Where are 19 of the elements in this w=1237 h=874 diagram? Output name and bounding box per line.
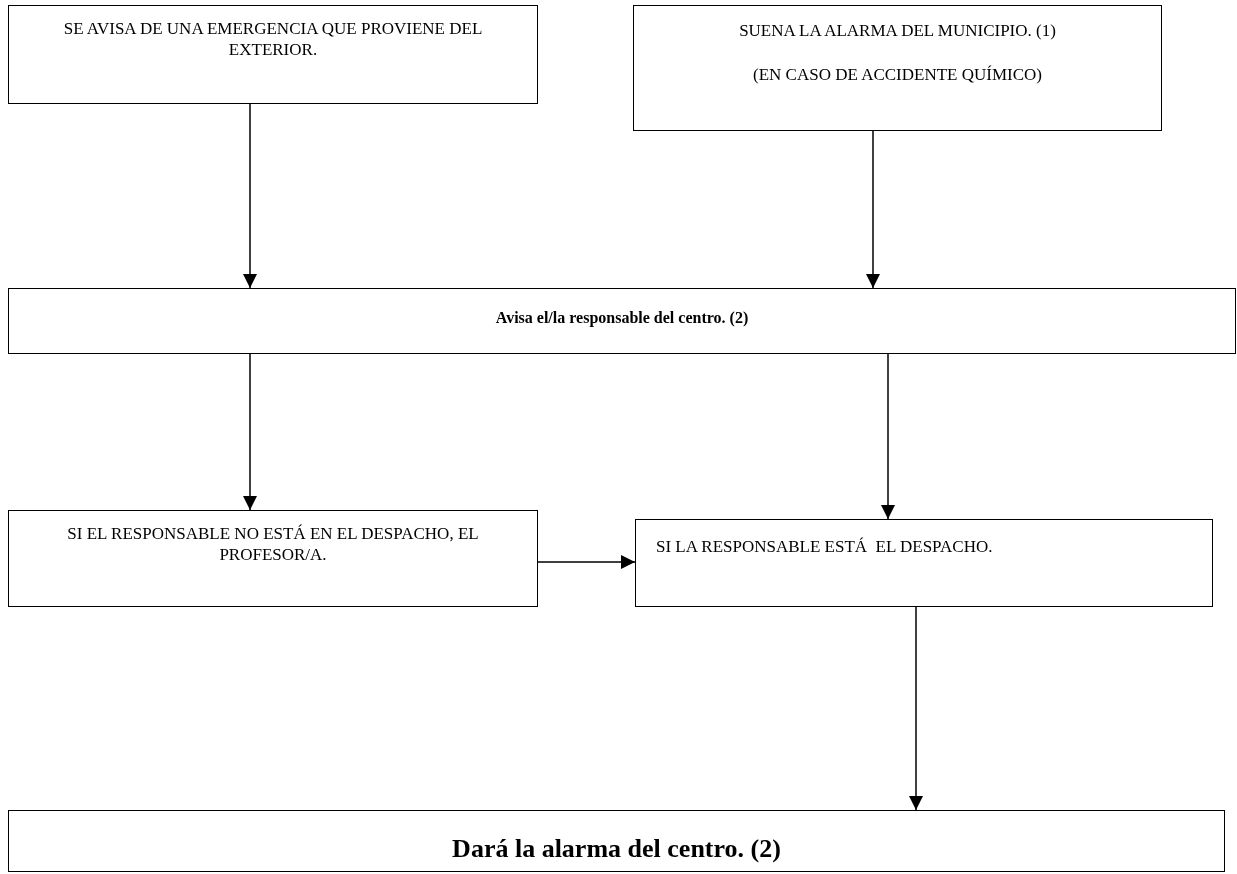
process-box bbox=[633, 5, 1162, 131]
arrow bbox=[243, 353, 257, 511]
arrow bbox=[866, 130, 880, 289]
process-box bbox=[8, 810, 1225, 872]
process-box bbox=[8, 510, 538, 607]
process-box bbox=[635, 519, 1213, 607]
box-text: SUENA LA ALARMA DEL MUNICIPIO. (1) bbox=[739, 20, 1056, 42]
process-box bbox=[8, 288, 1236, 354]
box-text: Dará la alarma del centro. (2) bbox=[452, 833, 781, 865]
arrow bbox=[909, 606, 923, 811]
arrow bbox=[243, 103, 257, 289]
box-text: SE AVISA DE UNA EMERGENCIA QUE PROVIENE DEL EXTERIOR. bbox=[62, 18, 484, 61]
arrow bbox=[537, 555, 636, 569]
arrow bbox=[881, 353, 895, 520]
box-text: SI LA RESPONSABLE ESTÁ EL DESPACHO. bbox=[656, 536, 993, 558]
box-text: SI EL RESPONSABLE NO ESTÁ EN EL DESPACHO, EL PROFESOR/A. bbox=[66, 523, 480, 566]
process-box bbox=[8, 5, 538, 104]
box-text: Avisa el/la responsable del centro. (2) bbox=[495, 308, 749, 329]
box-text: (EN CASO DE ACCIDENTE QUÍMICO) bbox=[753, 63, 1042, 86]
